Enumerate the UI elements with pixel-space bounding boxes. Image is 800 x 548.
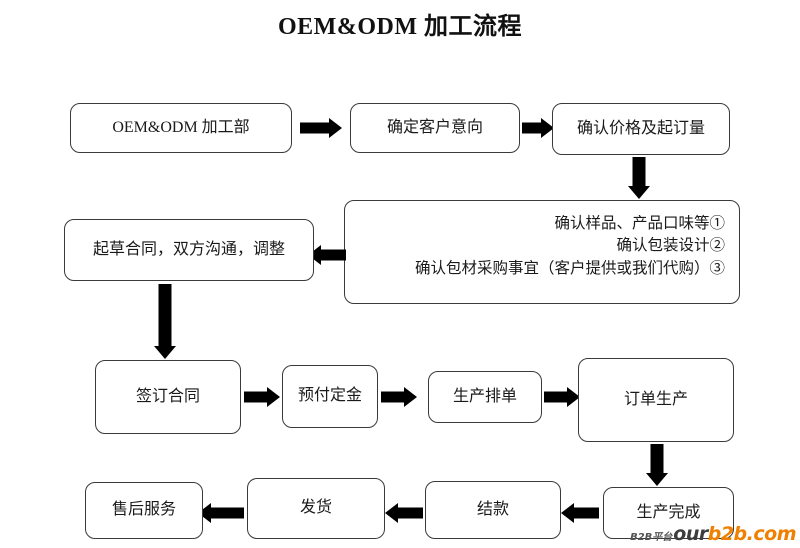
confirmation-line-1: 确认样品、产品口味等① bbox=[554, 215, 725, 232]
watermark-brand-tail: b2b.com bbox=[707, 523, 797, 545]
node-order-production[interactable]: 订单生产 bbox=[578, 358, 734, 442]
arrow-left-icon bbox=[385, 503, 423, 523]
node-label: 生产完成 bbox=[636, 503, 701, 521]
node-label: 确认价格及起订量 bbox=[576, 119, 705, 137]
node-label: 确定客户意向 bbox=[386, 118, 483, 136]
node-label: 签订合同 bbox=[135, 387, 200, 405]
page-title: OEM&ODM 加工流程 bbox=[278, 14, 522, 40]
site-watermark: B2B平台 ourb2b.com bbox=[630, 523, 796, 545]
arrow-right-icon bbox=[300, 118, 342, 138]
arrow-down-icon bbox=[627, 157, 651, 199]
node-after-sales-service[interactable]: 售后服务 bbox=[85, 482, 203, 539]
node-label: 发货 bbox=[299, 499, 332, 517]
arrow-down-icon bbox=[153, 284, 177, 359]
watermark-brand-lead: our bbox=[673, 523, 708, 545]
arrow-right-icon bbox=[244, 387, 280, 407]
node-label: 预付定金 bbox=[297, 387, 362, 405]
node-draft-contract-negotiate[interactable]: 起草合同，双方沟通，调整 bbox=[64, 219, 314, 281]
node-settle-payment[interactable]: 结款 bbox=[425, 481, 561, 539]
arrow-right-icon bbox=[381, 387, 417, 407]
node-confirm-customer-intent[interactable]: 确定客户意向 bbox=[350, 103, 520, 153]
node-production-complete[interactable]: 生产完成 bbox=[603, 487, 734, 539]
node-production-scheduling[interactable]: 生产排单 bbox=[428, 371, 542, 423]
arrow-left-icon bbox=[198, 503, 244, 523]
node-label: 结款 bbox=[476, 500, 509, 518]
arrow-left-icon bbox=[561, 503, 599, 523]
node-label: 售后服务 bbox=[111, 501, 176, 519]
confirmation-line-2: 确认包装设计② bbox=[616, 237, 725, 255]
node-label: 订单生产 bbox=[623, 390, 688, 408]
node-shipment[interactable]: 发货 bbox=[247, 478, 385, 539]
watermark-brand: ourb2b.com bbox=[673, 523, 796, 545]
arrow-right-icon bbox=[544, 387, 580, 407]
node-confirm-price-moq[interactable]: 确认价格及起订量 bbox=[552, 103, 730, 155]
node-label: OEM&ODM 加工部 bbox=[112, 118, 250, 136]
confirmation-line-3: 确认包材采购事宜（客户提供或我们代购）③ bbox=[414, 259, 725, 277]
arrow-down-icon bbox=[645, 444, 669, 486]
node-label: 生产排单 bbox=[452, 387, 517, 405]
node-oem-odm-department[interactable]: OEM&ODM 加工部 bbox=[70, 103, 292, 153]
node-sign-contract[interactable]: 签订合同 bbox=[95, 360, 241, 434]
node-sample-packaging-confirmations[interactable]: 确认样品、产品口味等① 确认包装设计② 确认包材采购事宜（客户提供或我们代购）③ bbox=[344, 200, 740, 304]
node-label: 起草合同，双方沟通，调整 bbox=[92, 240, 285, 258]
node-prepay-deposit[interactable]: 预付定金 bbox=[282, 365, 378, 428]
arrow-right-icon bbox=[522, 118, 554, 138]
watermark-prefix: B2B平台 bbox=[630, 532, 673, 543]
